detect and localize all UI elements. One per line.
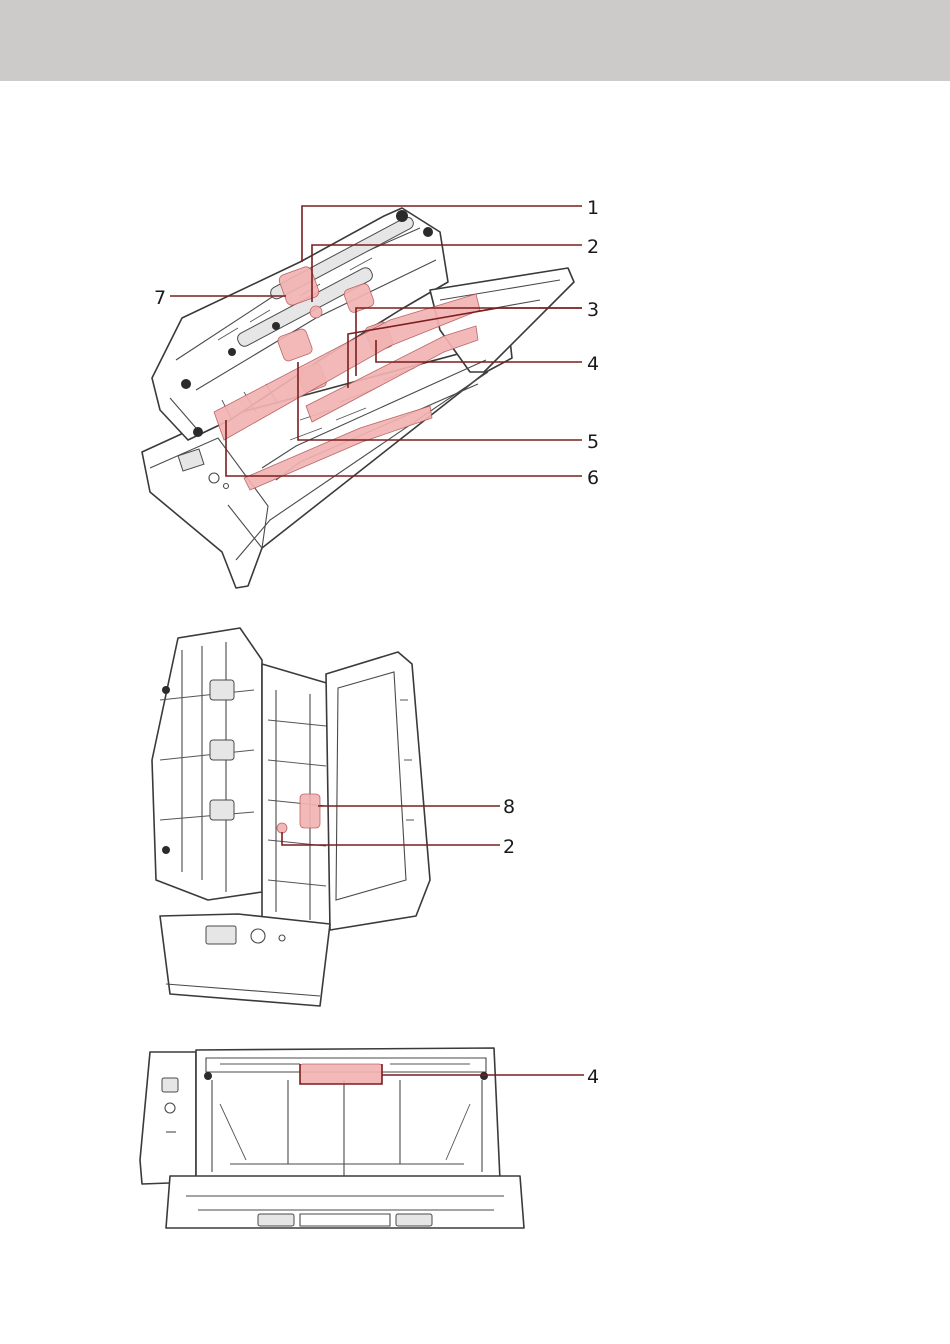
callout-top-1: 1	[587, 197, 599, 219]
highlight-bottom-part-4	[300, 1064, 382, 1084]
bottom-panel-button	[162, 1078, 178, 1092]
callout-top-3: 3	[587, 299, 599, 321]
callout-middle-2: 2	[503, 836, 515, 858]
callout-top-7: 7	[154, 287, 166, 309]
callout-bottom-4: 4	[587, 1066, 599, 1088]
callout-middle-8: 8	[503, 796, 515, 818]
callout-top-2: 2	[587, 236, 599, 258]
middle-figure-scanner: 8 2	[152, 628, 515, 1006]
middle-panel-button	[206, 926, 236, 944]
bottom-figure-scanner: 4	[140, 1048, 599, 1228]
callout-top-4: 4	[587, 353, 599, 375]
callout-top-5: 5	[587, 431, 599, 453]
callout-top-6: 6	[587, 467, 599, 489]
highlight-part-8	[300, 794, 320, 828]
top-figure-scanner: 1 2 3 4 5 6 7	[142, 197, 599, 588]
